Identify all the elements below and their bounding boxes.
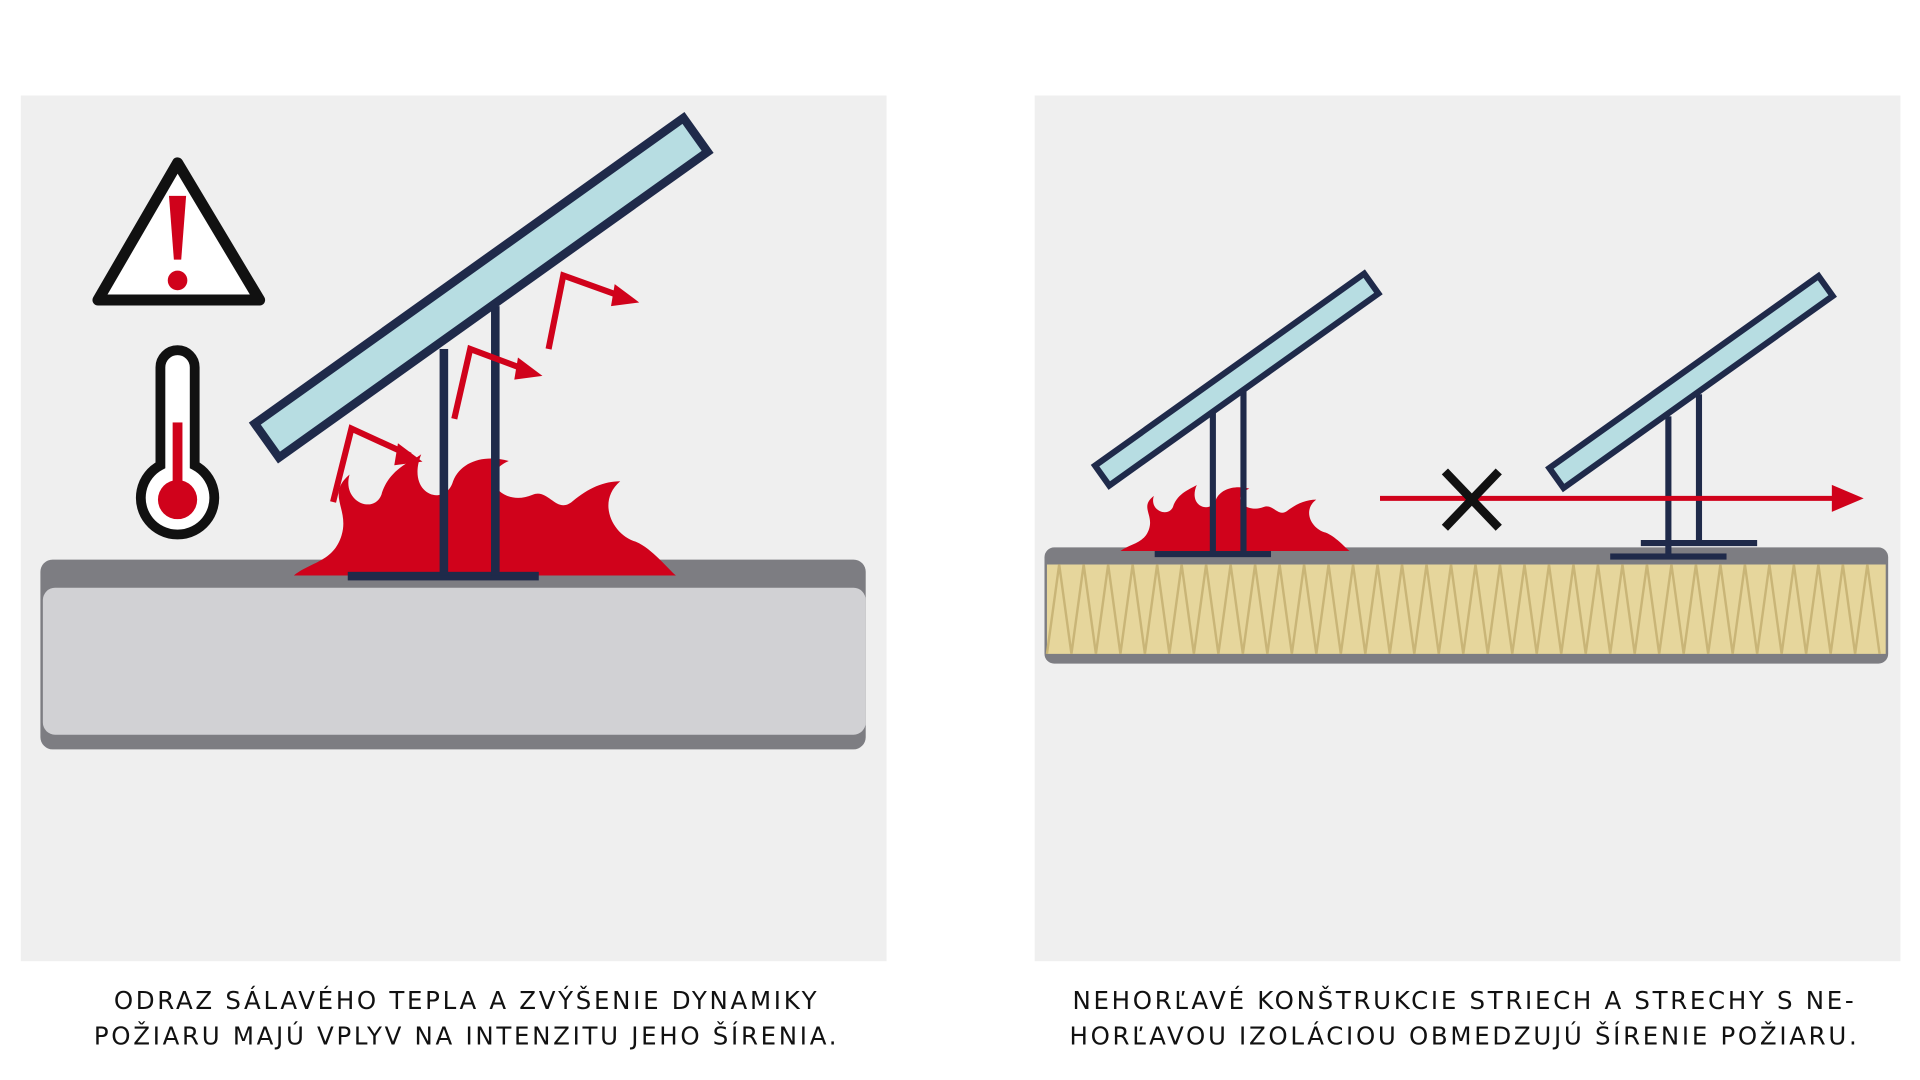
right-caption-line2: HORĽAVOU IZOLÁCIOU OBMEDZUJÚ ŠÍRENIE POŽ…: [1070, 1020, 1860, 1050]
insulated-roof: [1044, 547, 1889, 664]
roof-slab: [40, 559, 866, 750]
fire-spread-arrow: [1380, 484, 1864, 512]
right-caption-line1: NEHORĽAVÉ KONŠTRUKCIE STRIECH A STRECHY …: [1073, 985, 1857, 1015]
left-caption-line2: POŽIARU MAJÚ VPLYV NA INTENZITU JEHO ŠÍR…: [94, 1020, 839, 1050]
blocked-x-icon: [1441, 468, 1502, 531]
warning-triangle-icon: [92, 157, 266, 306]
right-panel: NEHORĽAVÉ KONŠTRUKCIE STRIECH A STRECHY …: [1034, 95, 1901, 1050]
left-caption-line1: ODRAZ SÁLAVÉHO TEPLA A ZVÝŠENIE DYNAMIKY: [114, 985, 819, 1015]
left-panel: ODRAZ SÁLAVÉHO TEPLA A ZVÝŠENIE DYNAMIKY…: [20, 95, 887, 1050]
solar-panel-mount: [248, 111, 714, 581]
heat-reflection-arrows: [330, 271, 640, 503]
solar-panel-right: [1545, 271, 1837, 560]
solar-panel-left: [1090, 269, 1383, 558]
thermometer-icon: [135, 345, 220, 540]
